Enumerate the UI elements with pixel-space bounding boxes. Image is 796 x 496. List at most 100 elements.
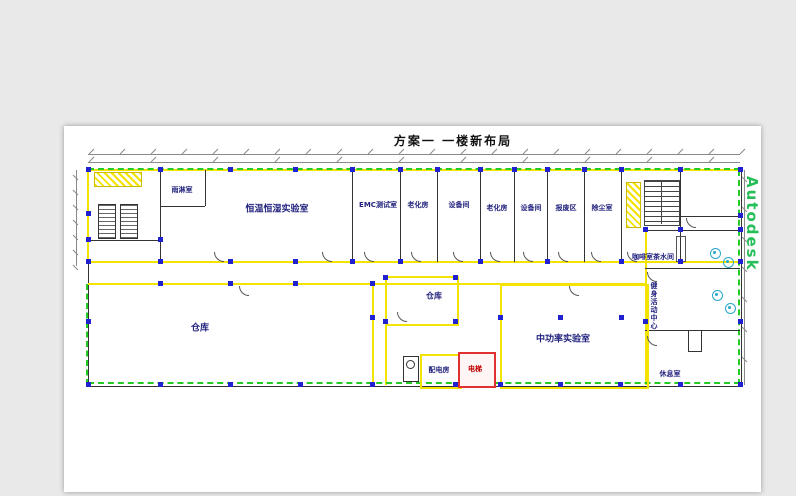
dimension-line-top-2 [88,162,740,163]
hatch-zone [626,182,641,228]
drawing-title: 方案一 一楼新布局 [393,134,513,148]
partition [680,216,740,217]
partition [160,206,205,207]
existing-wall-bottom [88,382,740,384]
column-marker [383,319,388,324]
table-symbol [723,257,734,268]
column-marker [738,382,743,387]
existing-wall-top [88,168,740,170]
room-label-dust: 除尘室 [591,204,613,212]
column-marker [582,167,587,172]
table-symbol [710,248,721,259]
column-marker [398,167,403,172]
equipment-symbol [98,204,116,239]
room-label-warehouse-main: 仓库 [190,323,210,334]
transformer-detail [406,360,415,369]
wall-midblock-west [385,276,387,385]
column-marker [383,275,388,280]
dimension-line-left [76,170,77,266]
column-marker [86,211,91,216]
column-marker [293,167,298,172]
column-marker [453,382,458,387]
column-marker [350,259,355,264]
column-marker [512,167,517,172]
room-label-aging-2: 老化房 [486,204,508,212]
column-marker [619,259,624,264]
partition [352,170,353,262]
column-marker [643,227,648,232]
partition [400,170,401,262]
partition [480,170,481,262]
column-marker [678,259,683,264]
column-marker [678,227,683,232]
column-marker [228,259,233,264]
column-marker [738,213,743,218]
wall-warehouse-east [372,284,374,385]
column-marker [158,259,163,264]
wall-rightwing-west [645,230,647,385]
room-label-rest: 休息室 [659,370,681,378]
room-label-warehouse-small: 仓库 [426,291,442,301]
column-marker [498,315,503,320]
column-marker [478,259,483,264]
dimension-line-right [744,170,745,385]
column-marker [86,237,91,242]
partition [645,230,740,231]
floor-plan: 方案一 一楼新布局 [64,126,761,492]
column-marker [86,259,91,264]
existing-wall-right [738,170,740,385]
room-label-emc: EMC测试室 [359,201,397,209]
column-marker [158,281,163,286]
column-marker [545,167,550,172]
column-marker [738,259,743,264]
column-marker [678,382,683,387]
column-marker [86,382,91,387]
room-label-thermo-lab: 恒温恒湿实验室 [245,204,309,215]
column-marker [86,167,91,172]
wall-corridor-north [88,261,740,263]
dimension-line-top-1 [88,154,740,155]
elevator-box [458,352,496,388]
table-symbol [725,303,736,314]
room-label-coffee: 咖啡室茶水间 [632,253,674,261]
partition [645,268,740,269]
wall-top [88,169,740,171]
room-label-equip-2: 设备间 [520,204,542,212]
partition [621,170,622,262]
room-label-power: 配电房 [428,366,450,374]
column-marker [298,382,303,387]
dim-tick [739,148,746,155]
autodesk-watermark: Autodesk [743,176,761,272]
partition [160,170,161,262]
column-marker [738,227,743,232]
room-label-midpower-lab: 中功率实验室 [535,334,591,345]
column-marker [370,315,375,320]
column-marker [435,167,440,172]
column-marker [158,382,163,387]
hatch-zone [94,172,142,187]
staircase-symbol [644,180,680,226]
column-marker [619,167,624,172]
existing-wall-left [86,284,88,385]
column-marker [453,319,458,324]
transformer-symbol [403,356,419,382]
column-marker [678,167,683,172]
staircase-rail [661,180,662,224]
column-marker [398,259,403,264]
column-marker [545,259,550,264]
column-marker [228,167,233,172]
column-marker [158,237,163,242]
room-label-equip-1: 设备间 [448,201,470,209]
column-marker [228,382,233,387]
room-label-rain: 雨淋室 [171,186,193,194]
column-marker [350,167,355,172]
partition [514,170,515,262]
column-marker [498,382,503,387]
partition [547,170,548,262]
column-marker [158,167,163,172]
column-marker [619,315,624,320]
wall-left-upper [87,170,89,262]
wall-corridor-south [88,283,645,285]
drawing-sheet: 方案一 一楼新布局 [64,126,761,492]
room-label-scrap: 报废区 [555,204,577,212]
